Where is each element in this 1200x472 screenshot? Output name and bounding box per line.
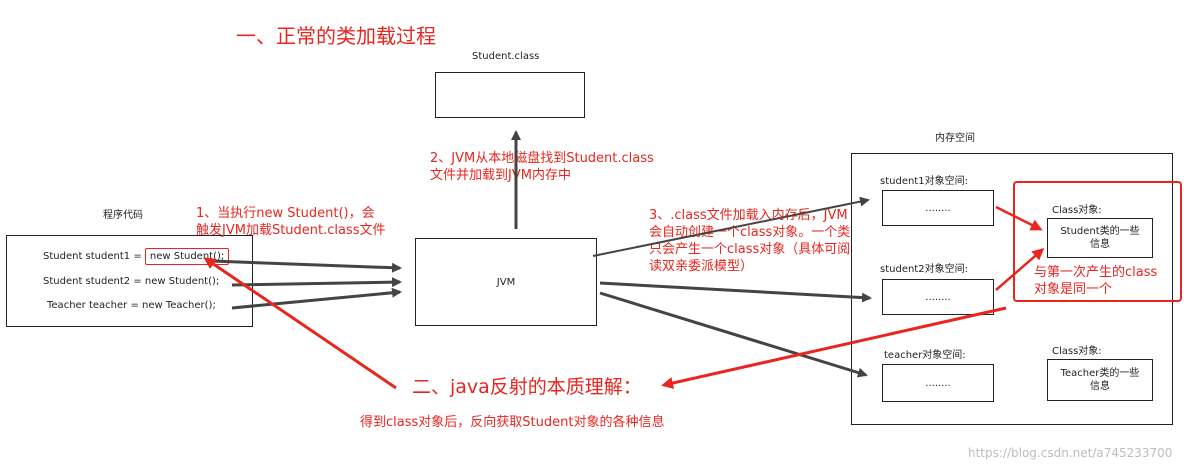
step1-line2: 触发JVM加载Student.class文件 <box>196 223 386 238</box>
arrow-jvm-to-teacher <box>599 291 868 378</box>
student-class-info: Student类的一些 信息 <box>1060 226 1140 250</box>
jvm-box: JVM <box>415 238 597 326</box>
title-normal-class-loading: 一、正常的类加载过程 <box>236 24 436 48</box>
class-object-label-student: Class对象: <box>1052 205 1102 216</box>
program-code-label: 程序代码 <box>103 210 143 221</box>
student2-space-box: ........ <box>882 279 994 315</box>
step3-line3: 只会产生一个class对象（具体可阅 <box>649 242 851 257</box>
code-line-3: Teacher teacher = new Teacher(); <box>47 300 216 311</box>
step2-line1: 2、JVM从本地磁盘找到Student.class <box>430 151 654 166</box>
student1-dots: ........ <box>925 202 951 214</box>
teacher-class-info: Teacher类的一些 信息 <box>1060 368 1140 392</box>
student2-space-label: student2对象空间: <box>880 264 968 275</box>
step2-note: 2、JVM从本地磁盘找到Student.class 文件并加载到JVM内存中 <box>430 150 654 184</box>
code-line-1: Student student1 = new Student(); <box>43 248 230 265</box>
code-line-2: Student student2 = new Student(); <box>43 276 220 287</box>
memory-space-label: 内存空间 <box>935 133 975 144</box>
step2-line2: 文件并加载到JVM内存中 <box>430 168 571 183</box>
same-line1: 与第一次产生的class <box>1034 265 1158 280</box>
step3-line4: 读双亲委派模型） <box>649 259 754 274</box>
student1-space-box: ........ <box>882 190 994 226</box>
step3-note: 3、.class文件加载入内存后，JVM 会自动创建一个class对象。一个类 … <box>649 207 850 275</box>
student1-space-label: student1对象空间: <box>880 176 968 187</box>
step3-line1: 3、.class文件加载入内存后，JVM <box>649 208 848 223</box>
step3-line2: 会自动创建一个class对象。一个类 <box>649 225 851 240</box>
arrow-jvm-to-student2 <box>599 281 872 303</box>
student-class-info-box: Student类的一些 信息 <box>1047 218 1153 258</box>
teacher-class-info-box: Teacher类的一些 信息 <box>1047 359 1153 401</box>
student-class-label: Student.class <box>472 51 540 62</box>
class-object-highlight <box>1013 181 1182 302</box>
step1-line1: 1、当执行new Student()，会 <box>196 206 375 221</box>
watermark: https://blog.csdn.net/a745233700 <box>968 446 1173 460</box>
code-line-1-prefix: Student student1 = <box>43 251 145 262</box>
student-class-box <box>435 72 585 118</box>
arrow-code3-to-jvm <box>231 287 402 310</box>
reflection-description: 得到class对象后，反向获取Student对象的各种信息 <box>360 415 665 430</box>
step1-note: 1、当执行new Student()，会 触发JVM加载Student.clas… <box>196 205 386 239</box>
same-class-object-note: 与第一次产生的class 对象是同一个 <box>1034 264 1157 298</box>
student2-dots: ........ <box>925 291 951 303</box>
jvm-label: JVM <box>496 276 516 288</box>
teacher-space-box: ........ <box>882 364 994 402</box>
teacher-space-label: teacher对象空间: <box>884 350 966 361</box>
program-code-box: Student student1 = new Student(); Studen… <box>6 235 253 327</box>
class-object-label-teacher: Class对象: <box>1052 346 1102 357</box>
arrow-code2-to-jvm <box>231 277 402 288</box>
code-highlight-new-student: new Student(); <box>144 248 230 265</box>
title-reflection: 二、java反射的本质理解： <box>412 376 642 398</box>
same-line2: 对象是同一个 <box>1034 282 1113 297</box>
teacher-dots: ........ <box>925 377 951 389</box>
